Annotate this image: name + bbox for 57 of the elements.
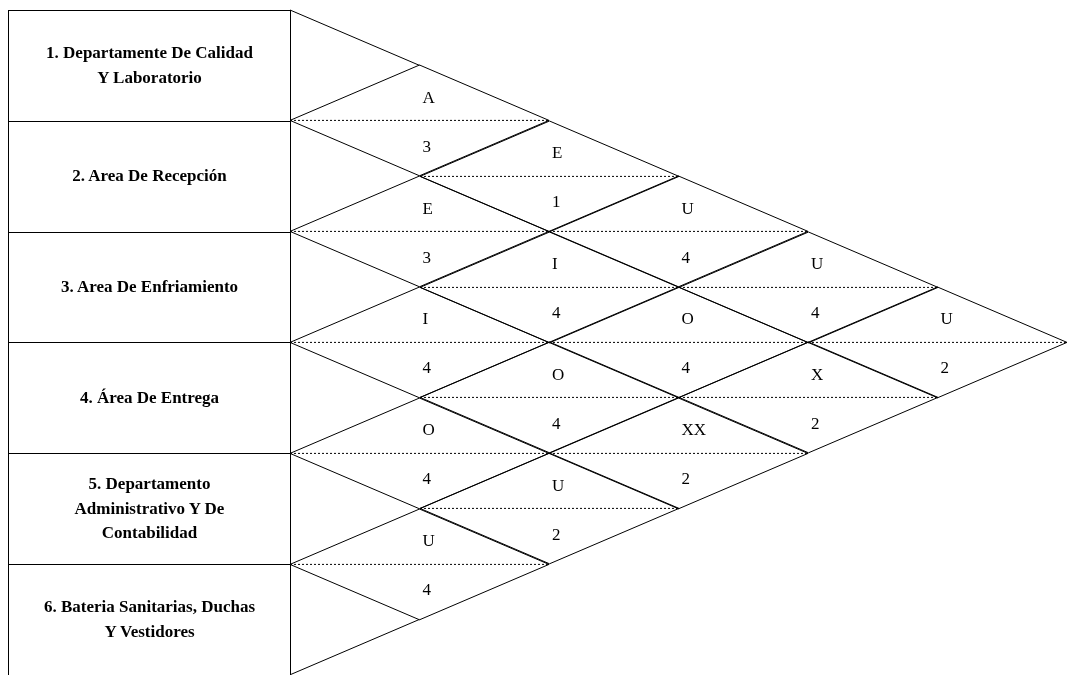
relationship-diamond: [290, 508, 549, 620]
relationship-diamond: [419, 120, 679, 232]
department-box: [8, 120, 291, 233]
closeness-code: XX: [681, 420, 707, 441]
department-label: 1. Departamente De Calidad Y Laboratorio: [45, 42, 254, 89]
relationship-diamond: [290, 397, 549, 509]
relationship-diamond: [549, 397, 808, 509]
department-label: 5. Departamento Administrativo Y De Contabilidad: [73, 473, 226, 545]
closeness-code: I: [422, 309, 429, 330]
reason-code: 4: [811, 303, 820, 323]
relationship-diamond: [678, 231, 938, 343]
reason-code: 4: [681, 358, 690, 379]
department-label: 3. Area De Enfriamiento: [60, 276, 239, 299]
reason-code: 4: [422, 358, 431, 379]
closeness-code: U: [552, 475, 565, 496]
relationship-diamond: [419, 342, 679, 454]
closeness-code: U: [940, 309, 953, 330]
relationship-diamond: [549, 287, 808, 398]
reason-code: 3: [422, 247, 431, 268]
reason-code: 2: [552, 524, 561, 545]
department-label: 2. Area De Recepción: [72, 165, 227, 188]
relationship-diamond: [419, 231, 679, 343]
reason-code: 4: [552, 413, 561, 434]
reason-code: 3: [422, 136, 431, 157]
closeness-code: U: [681, 198, 694, 219]
closeness-code: U: [811, 254, 824, 274]
reason-code: 1: [552, 192, 561, 213]
department-box: [8, 564, 291, 675]
reason-code: 2: [940, 358, 949, 379]
closeness-code: E: [422, 198, 433, 219]
closeness-code: U: [422, 531, 435, 551]
relationship-diamond: [290, 176, 549, 287]
relationship-diamond: [678, 342, 938, 454]
relationship-diamond: [808, 287, 1067, 398]
reason-code: 4: [422, 580, 431, 600]
department-box: [8, 10, 291, 122]
department-label: 4. Área De Entrega: [79, 386, 220, 409]
closeness-code: I: [552, 254, 558, 274]
closeness-code: A: [422, 87, 435, 108]
relationship-diamond: [419, 453, 679, 564]
closeness-code: O: [552, 364, 565, 385]
closeness-code: E: [552, 143, 563, 164]
relationship-diamond: [290, 287, 549, 398]
reason-code: 2: [681, 469, 690, 490]
closeness-code: O: [681, 309, 694, 330]
relationship-diamond: [290, 65, 549, 177]
department-box: [8, 231, 291, 344]
reason-code: 2: [811, 413, 820, 434]
department-label: 6. Bateria Sanitarias, Duchas Y Vestidores: [42, 596, 257, 643]
department-box: [8, 453, 291, 565]
relationship-diamond: [549, 176, 808, 287]
reason-code: 4: [422, 469, 431, 490]
closeness-code: O: [422, 420, 435, 441]
department-box: [8, 342, 291, 455]
reason-code: 4: [552, 303, 561, 323]
closeness-code: X: [811, 364, 824, 385]
reason-code: 4: [681, 247, 690, 268]
